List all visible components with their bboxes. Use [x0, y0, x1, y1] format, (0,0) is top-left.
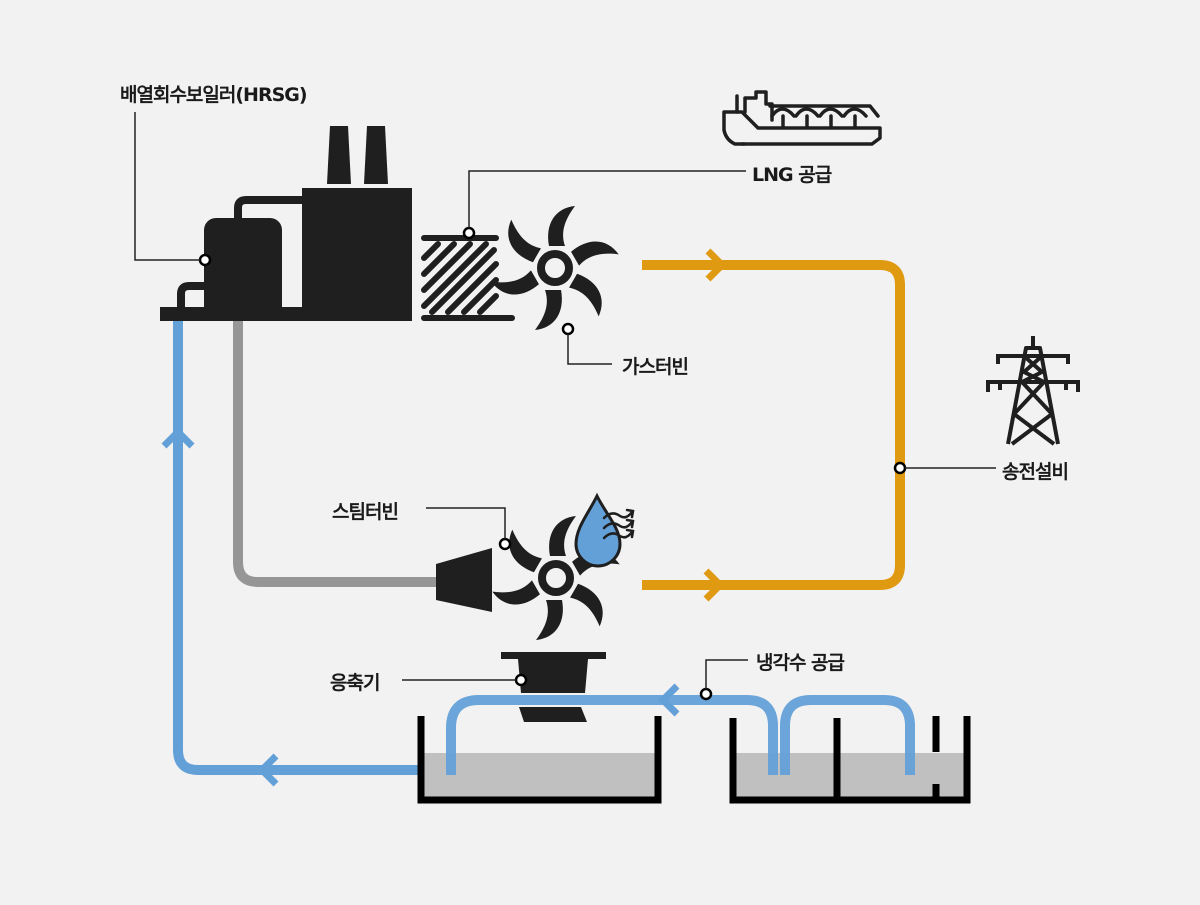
- hrsg-marker: [198, 253, 212, 267]
- condenser-icon: [501, 652, 606, 722]
- label-cooling-water: 냉각수 공급: [756, 652, 845, 674]
- combustor-icon: [421, 235, 515, 321]
- cooling-water-leader: [705, 659, 748, 689]
- label-steam-turbine: 스팀터빈: [332, 501, 399, 523]
- cooling-water-pipes: [446, 695, 915, 775]
- water-arrow-left: [257, 753, 279, 787]
- gas-turbine-icon: [491, 206, 619, 330]
- hrsg-leader: [134, 112, 200, 261]
- label-gas-turbine: 가스터빈: [622, 356, 689, 378]
- label-condenser: 응축기: [330, 672, 380, 694]
- power-arrow-top: [705, 248, 727, 282]
- gas-turbine-leader: [567, 334, 612, 365]
- transmission-marker: [893, 461, 907, 475]
- water-return-line: [173, 318, 430, 775]
- lng-carrier-ship-icon: [722, 90, 882, 146]
- gas-turbine-marker: [561, 322, 575, 336]
- water-drop-steam-icon: [574, 492, 635, 568]
- label-hrsg: 배열회수보일러(HRSG): [120, 84, 308, 106]
- power-arrow-bottom: [703, 568, 725, 602]
- power-line-gas: [642, 260, 905, 590]
- hrsg-plant-icon: [160, 126, 412, 321]
- condenser-tank: [417, 716, 662, 804]
- transmission-tower-icon: [986, 336, 1080, 446]
- cooling-water-marker: [699, 687, 713, 701]
- combustor-marker: [462, 226, 476, 240]
- cooling-arrow-left: [658, 683, 680, 717]
- lng-leader: [468, 170, 746, 228]
- steam-turbine-marker: [498, 537, 512, 551]
- condenser-marker: [514, 673, 528, 687]
- steam-line: [233, 318, 440, 587]
- label-transmission: 송전설비: [1002, 461, 1069, 483]
- steam-turbine-leader: [426, 507, 506, 539]
- water-arrow-up: [161, 427, 195, 449]
- label-lng-supply: LNG 공급: [752, 164, 832, 186]
